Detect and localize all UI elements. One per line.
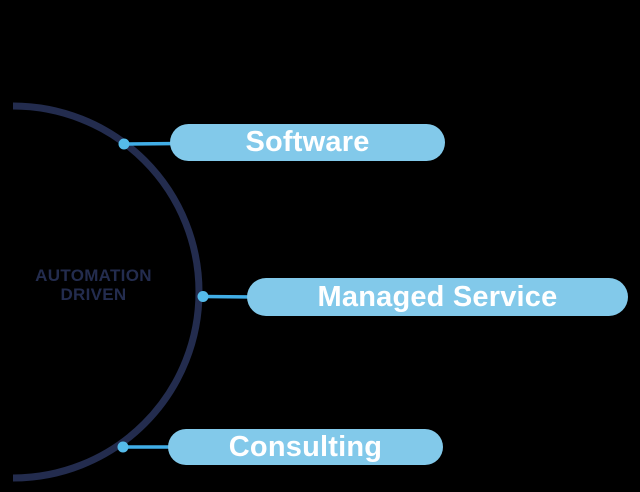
connector-dot-managed-service	[197, 291, 209, 302]
center-label-automation-driven: AUTOMATION DRIVEN	[13, 266, 174, 304]
center-label-line1: AUTOMATION	[35, 266, 152, 285]
center-label-line2: DRIVEN	[60, 285, 127, 304]
node-software[interactable]: Software	[170, 124, 445, 161]
node-software-label: Software	[245, 126, 370, 158]
node-consulting[interactable]: Consulting	[168, 429, 443, 465]
node-managed-service[interactable]: Managed Service	[247, 278, 628, 316]
connector-dot-software	[118, 138, 130, 150]
connector-dot-consulting	[117, 441, 129, 453]
automation-arc	[12, 102, 203, 482]
node-managed-service-label: Managed Service	[317, 280, 558, 313]
node-consulting-label: Consulting	[228, 430, 383, 463]
